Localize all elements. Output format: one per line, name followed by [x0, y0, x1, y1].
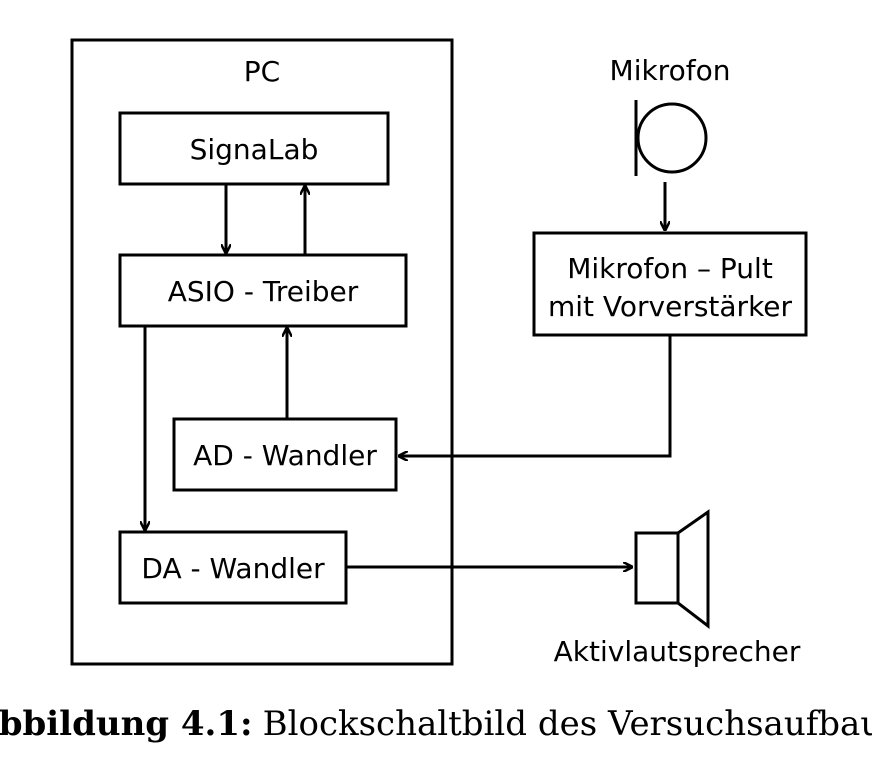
pc-label: PC: [244, 55, 280, 88]
microphone-icon: [634, 100, 708, 176]
mic-label: Mikrofon: [610, 54, 731, 87]
ad-block: [172, 417, 398, 492]
ad-label: AD - Wandler: [193, 439, 377, 472]
caption-prefix: Abbildung 4.1:: [0, 704, 253, 744]
mixer-label-line2: mit Vorverstärker: [548, 290, 793, 323]
mixer-label-line1: Mikrofon – Pult: [567, 252, 773, 285]
speaker-icon: [634, 509, 710, 630]
figure-caption: Abbildung 4.1:Blockschaltbild des Versuc…: [0, 704, 872, 744]
pc-frame: [70, 38, 454, 666]
asio-block: [118, 253, 408, 328]
arrow-mixer-to-ad: [399, 335, 672, 456]
caption-text: Blockschaltbild des Versuchsaufbaus: [263, 704, 872, 744]
signalab-block: [118, 111, 390, 186]
signalab-label: SignaLab: [190, 133, 319, 166]
da-block: [118, 530, 348, 605]
speaker-label: Aktivlautsprecher: [554, 635, 801, 668]
da-label: DA - Wandler: [141, 552, 325, 585]
asio-label: ASIO - Treiber: [168, 275, 359, 308]
